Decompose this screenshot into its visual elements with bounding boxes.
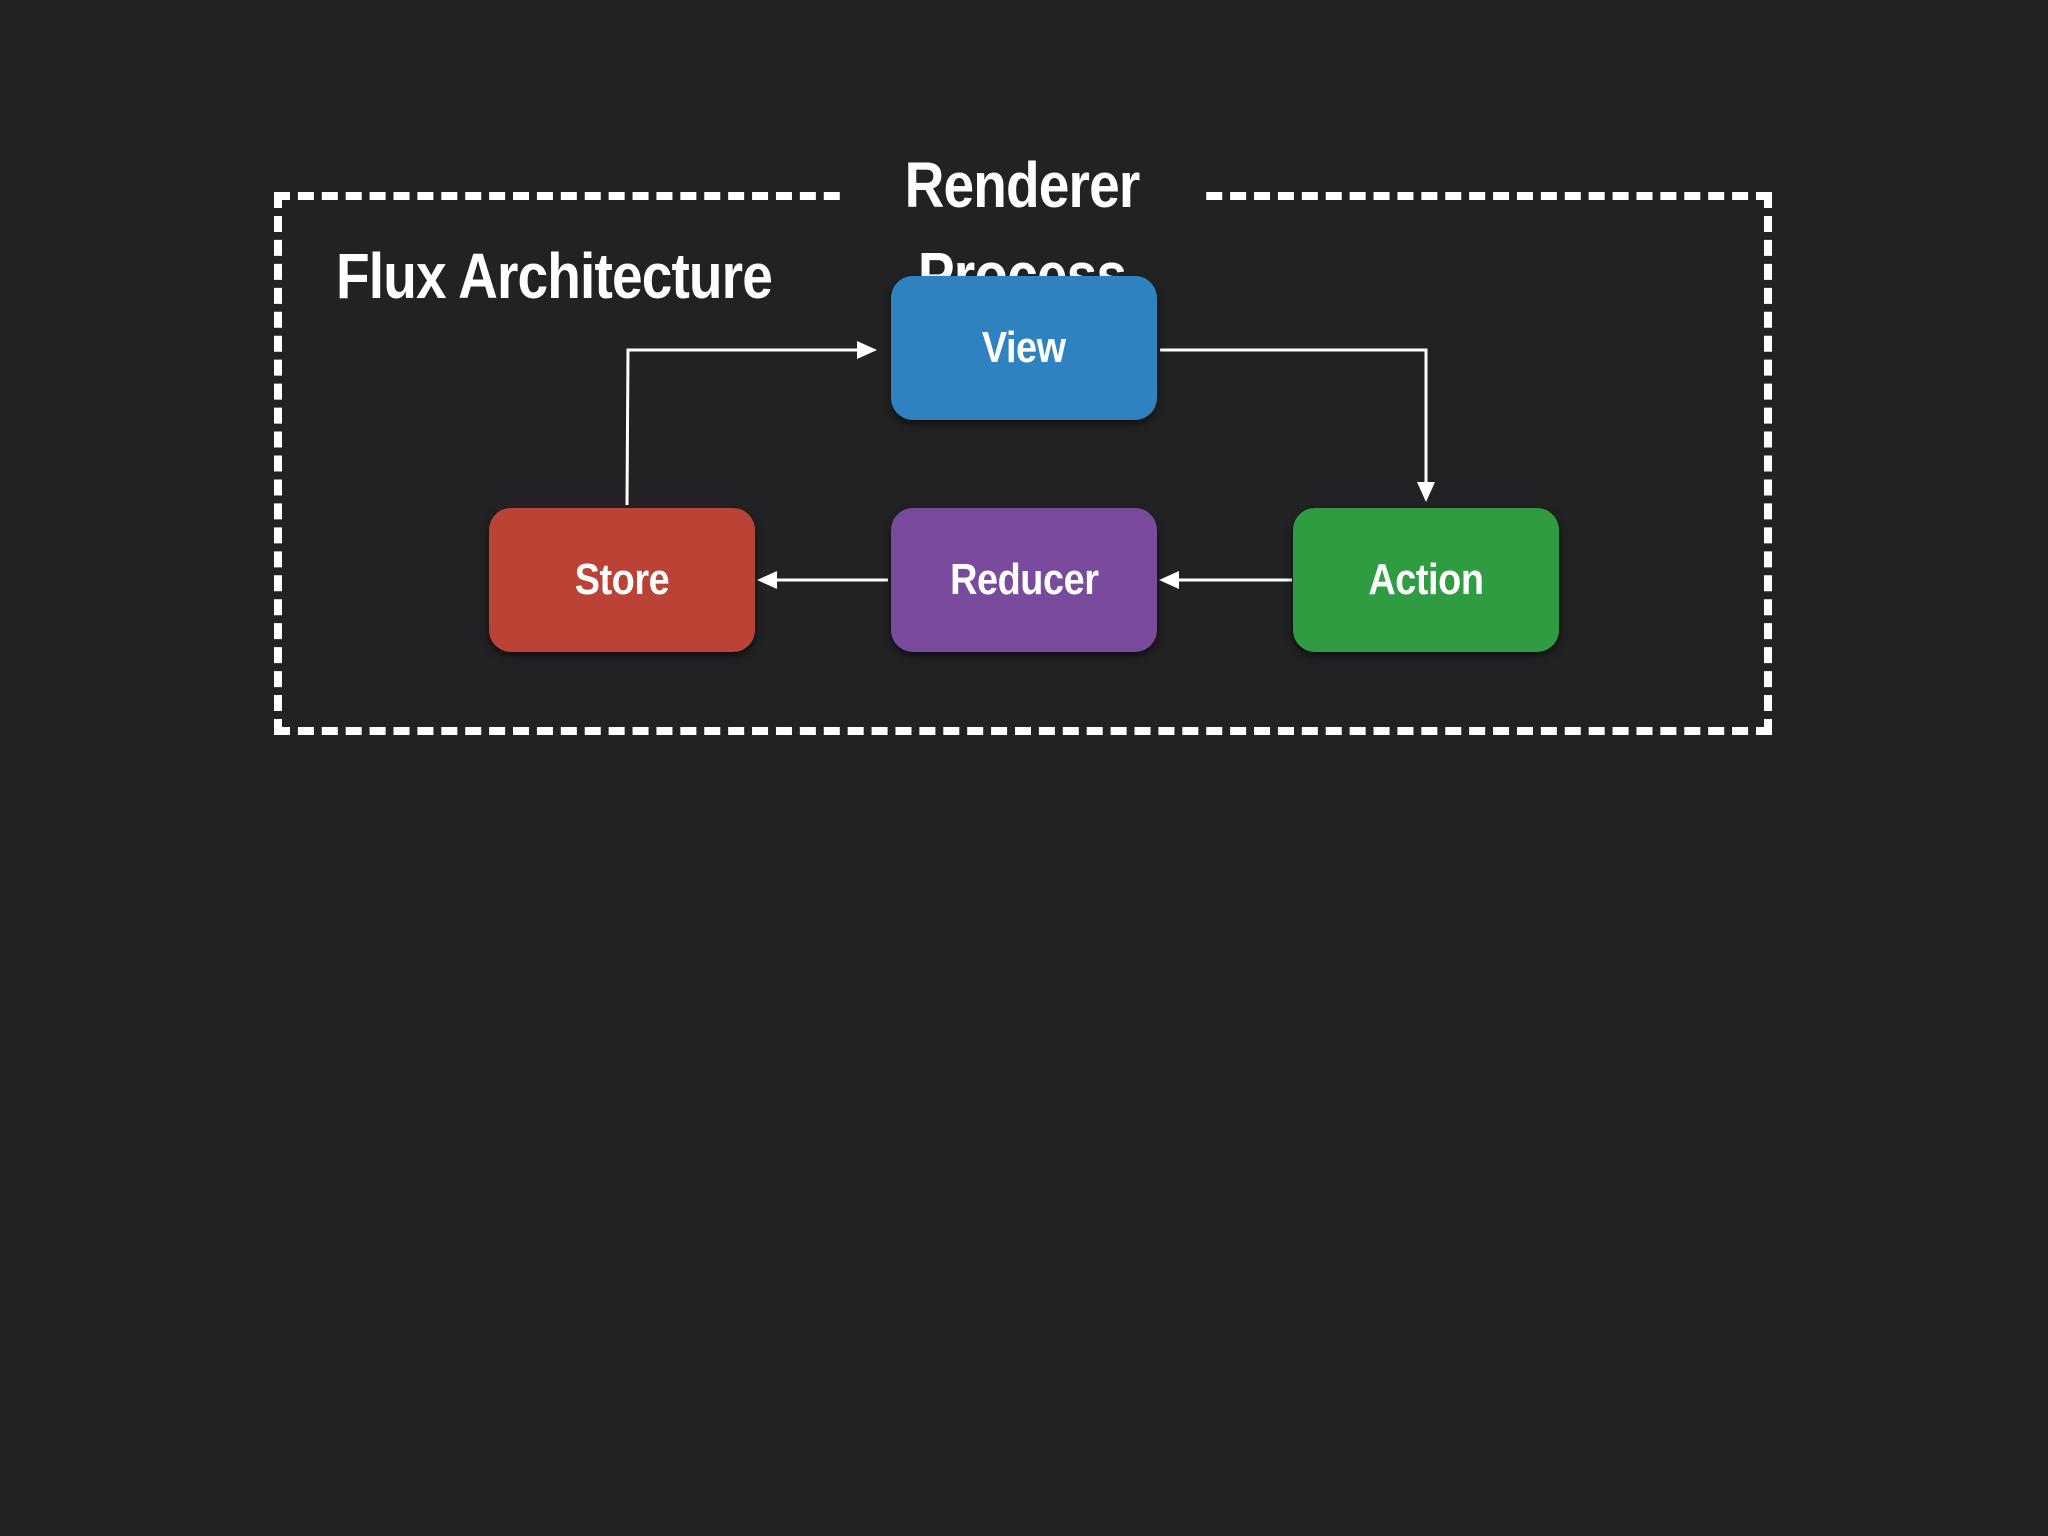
flux-architecture-title: Flux Architecture	[336, 240, 773, 312]
reducer-node: Reducer	[891, 508, 1157, 652]
reducer-node-label: Reducer	[949, 555, 1099, 604]
store-node-label: Store	[574, 555, 670, 604]
arrowhead-reducer-to-store	[757, 571, 777, 589]
view-node: View	[891, 276, 1157, 420]
store-node: Store	[489, 508, 755, 652]
edge-view-to-action	[1160, 348, 1428, 484]
arrowhead-view-to-action	[1417, 482, 1435, 502]
arrowhead-action-to-reducer	[1159, 571, 1179, 589]
arrowhead-store-to-view	[857, 341, 877, 359]
action-node-label: Action	[1368, 555, 1484, 604]
action-node: Action	[1293, 508, 1559, 652]
view-node-label: View	[982, 323, 1066, 372]
edge-store-to-view	[625, 348, 868, 506]
